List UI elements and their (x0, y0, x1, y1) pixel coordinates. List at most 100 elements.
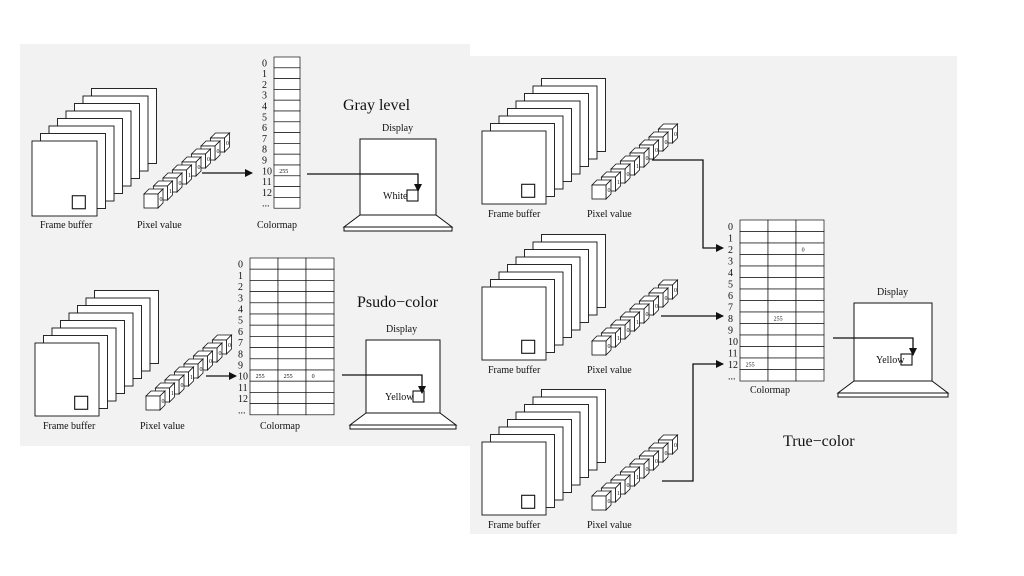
pixel-bit: 0 (674, 132, 677, 138)
colormap-cell (273, 132, 301, 144)
colormap-index: 8 (262, 145, 267, 156)
colormap-cell (795, 288, 825, 301)
colormap-cell (277, 268, 307, 281)
colormap-cell (249, 324, 279, 337)
pixel-bit: 0 (217, 149, 220, 155)
colormap-cell (305, 336, 335, 348)
colormap-index: 9 (728, 326, 733, 337)
colormap-cell (277, 380, 307, 393)
colormap-cell (795, 231, 825, 244)
pixel-bit: 0 (655, 304, 658, 310)
display-pixel (406, 189, 419, 202)
colormap-cell (767, 300, 797, 313)
colormap-index: 12 (238, 394, 248, 405)
colormap-cell (277, 291, 307, 304)
colormap-value: 255 (284, 374, 293, 380)
colormap-cell (795, 334, 825, 347)
colormap-cell (767, 357, 797, 370)
colormap-cell (249, 313, 279, 326)
true-arrow-from-buffer-3 (662, 360, 724, 482)
colormap-cell (767, 254, 797, 267)
pseudo-colormap-label: Colormap (260, 421, 300, 432)
true-frame-buffer-3 (481, 389, 606, 516)
cube-face (143, 193, 159, 209)
pixel-bit: 0 (674, 443, 677, 449)
pixel-bit: 0 (608, 499, 611, 505)
colormap-cell (273, 67, 301, 79)
cube-face (591, 495, 607, 511)
pseudo-color-title: Psudo−color (357, 294, 439, 311)
colormap-cell (795, 277, 825, 290)
colormap-cell (795, 311, 825, 324)
colormap-index: 3 (262, 91, 267, 102)
colormap-cell (249, 268, 279, 281)
pixel-bit: 0 (627, 483, 630, 489)
pseudo-display-label: Display (386, 324, 417, 335)
colormap-index: 9 (238, 361, 243, 372)
colormap-cell (277, 392, 307, 404)
pixel-bit: 0 (655, 148, 658, 154)
true-frame-buffer-label-1: Frame buffer (488, 209, 541, 220)
colormap-cell (273, 121, 301, 133)
pixel-bit: 1 (617, 336, 620, 342)
colormap-cell (277, 313, 307, 326)
pixel-bit: 0 (627, 328, 630, 334)
pixel-bit: 0 (219, 351, 222, 357)
colormap-cell (739, 242, 769, 255)
pixel-bit: 0 (674, 288, 677, 294)
true-frame-buffer-2 (481, 234, 606, 361)
pixel-bit: 0 (228, 343, 231, 349)
colormap-cell (305, 313, 335, 326)
colormap-cell (277, 280, 307, 292)
colormap-cell (273, 89, 301, 101)
colormap-index: 12 (262, 188, 272, 199)
colormap-cell (305, 280, 335, 292)
colormap-index: 4 (238, 305, 243, 316)
pixel-bit: 0 (209, 359, 212, 365)
colormap-cell (277, 324, 307, 337)
pixel-bit: 0 (226, 141, 229, 147)
colormap-index: 7 (262, 134, 267, 145)
colormap-cell (305, 347, 335, 360)
monitor-screen (359, 138, 437, 216)
colormap-cell (767, 346, 797, 359)
colormap-cell (249, 347, 279, 360)
colormap-value: 255 (774, 317, 783, 323)
colormap-cell (277, 336, 307, 348)
true-frame-buffer-label-2: Frame buffer (488, 365, 541, 376)
pixel-bit: 1 (190, 375, 193, 381)
frame-plane (34, 342, 100, 417)
colormap-index: 1 (262, 69, 267, 80)
monitor-foot (349, 424, 457, 430)
true-frame-buffer-label-3: Frame buffer (488, 520, 541, 531)
colormap-cell (739, 323, 769, 336)
colormap-index: 5 (262, 112, 267, 123)
colormap-cell (305, 358, 335, 371)
colormap-cell (767, 277, 797, 290)
monitor-screen (853, 302, 933, 382)
colormap-index: ... (238, 405, 246, 416)
pixel-bit: 1 (636, 475, 639, 481)
colormap-cell (795, 254, 825, 267)
colormap-cell (795, 300, 825, 313)
colormap-cell (249, 291, 279, 304)
colormap-cell (273, 78, 301, 90)
colormap-cell (767, 265, 797, 278)
colormap-value: 255 (256, 374, 265, 380)
colormap-cell (277, 347, 307, 360)
pseudo-display-text: Yellow (385, 392, 414, 403)
colormap-cell (767, 288, 797, 301)
true-arrow-to-display (833, 337, 917, 356)
colormap-cell (249, 392, 279, 404)
true-display-label: Display (877, 287, 908, 298)
pixel-bit: 0 (646, 156, 649, 162)
colormap-cell (305, 257, 335, 270)
pixel-square (74, 395, 89, 410)
colormap-cell (739, 334, 769, 347)
colormap-value: 0 (802, 248, 805, 254)
colormap-cell (767, 334, 797, 347)
colormap-cell (305, 268, 335, 281)
colormap-index: 8 (238, 349, 243, 360)
colormap-cell (795, 219, 825, 232)
